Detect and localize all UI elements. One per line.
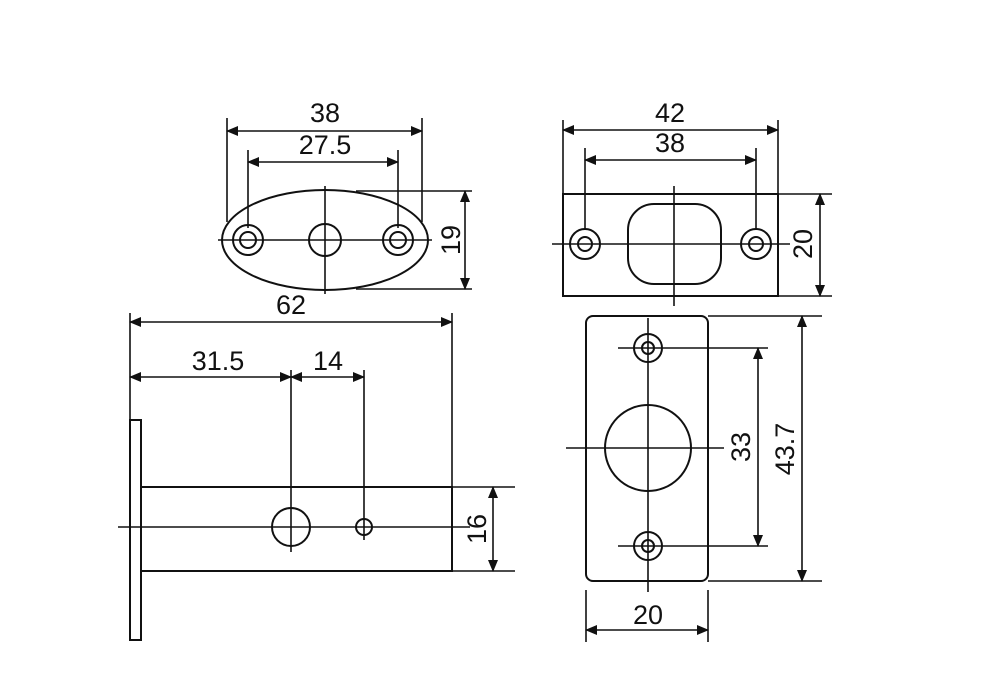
dim-label-strike-height: 19 [436, 225, 466, 255]
dim-label-face-width: 42 [655, 98, 685, 128]
dim-label-face-hole-spacing: 38 [655, 128, 685, 158]
face-plate-view: 42 38 20 [552, 98, 832, 306]
dim-label-hole-offset: 14 [313, 346, 343, 376]
face-plate-outline [562, 193, 779, 297]
face-plate-edge [129, 419, 142, 641]
dim-label-strike-hole-spacing: 27.5 [299, 130, 352, 160]
strike-plate-view: 38 27.5 19 [218, 98, 472, 294]
dim-label-hole-spacing: 33 [726, 432, 756, 462]
dim-label-latch-length: 62 [276, 290, 306, 320]
dim-label-body-diameter: 16 [462, 514, 492, 544]
dim-label-mount-width: 20 [633, 600, 663, 630]
dim-label-backset: 31.5 [192, 346, 245, 376]
latch-body-outline [140, 486, 453, 572]
dim-label-strike-width: 38 [310, 98, 340, 128]
latch-body-view: 62 31.5 14 16 [118, 290, 515, 641]
mount-plate-view: 33 43.7 20 [566, 315, 822, 642]
dim-label-face-height: 20 [788, 229, 818, 259]
dim-label-mount-height: 43.7 [770, 423, 800, 476]
